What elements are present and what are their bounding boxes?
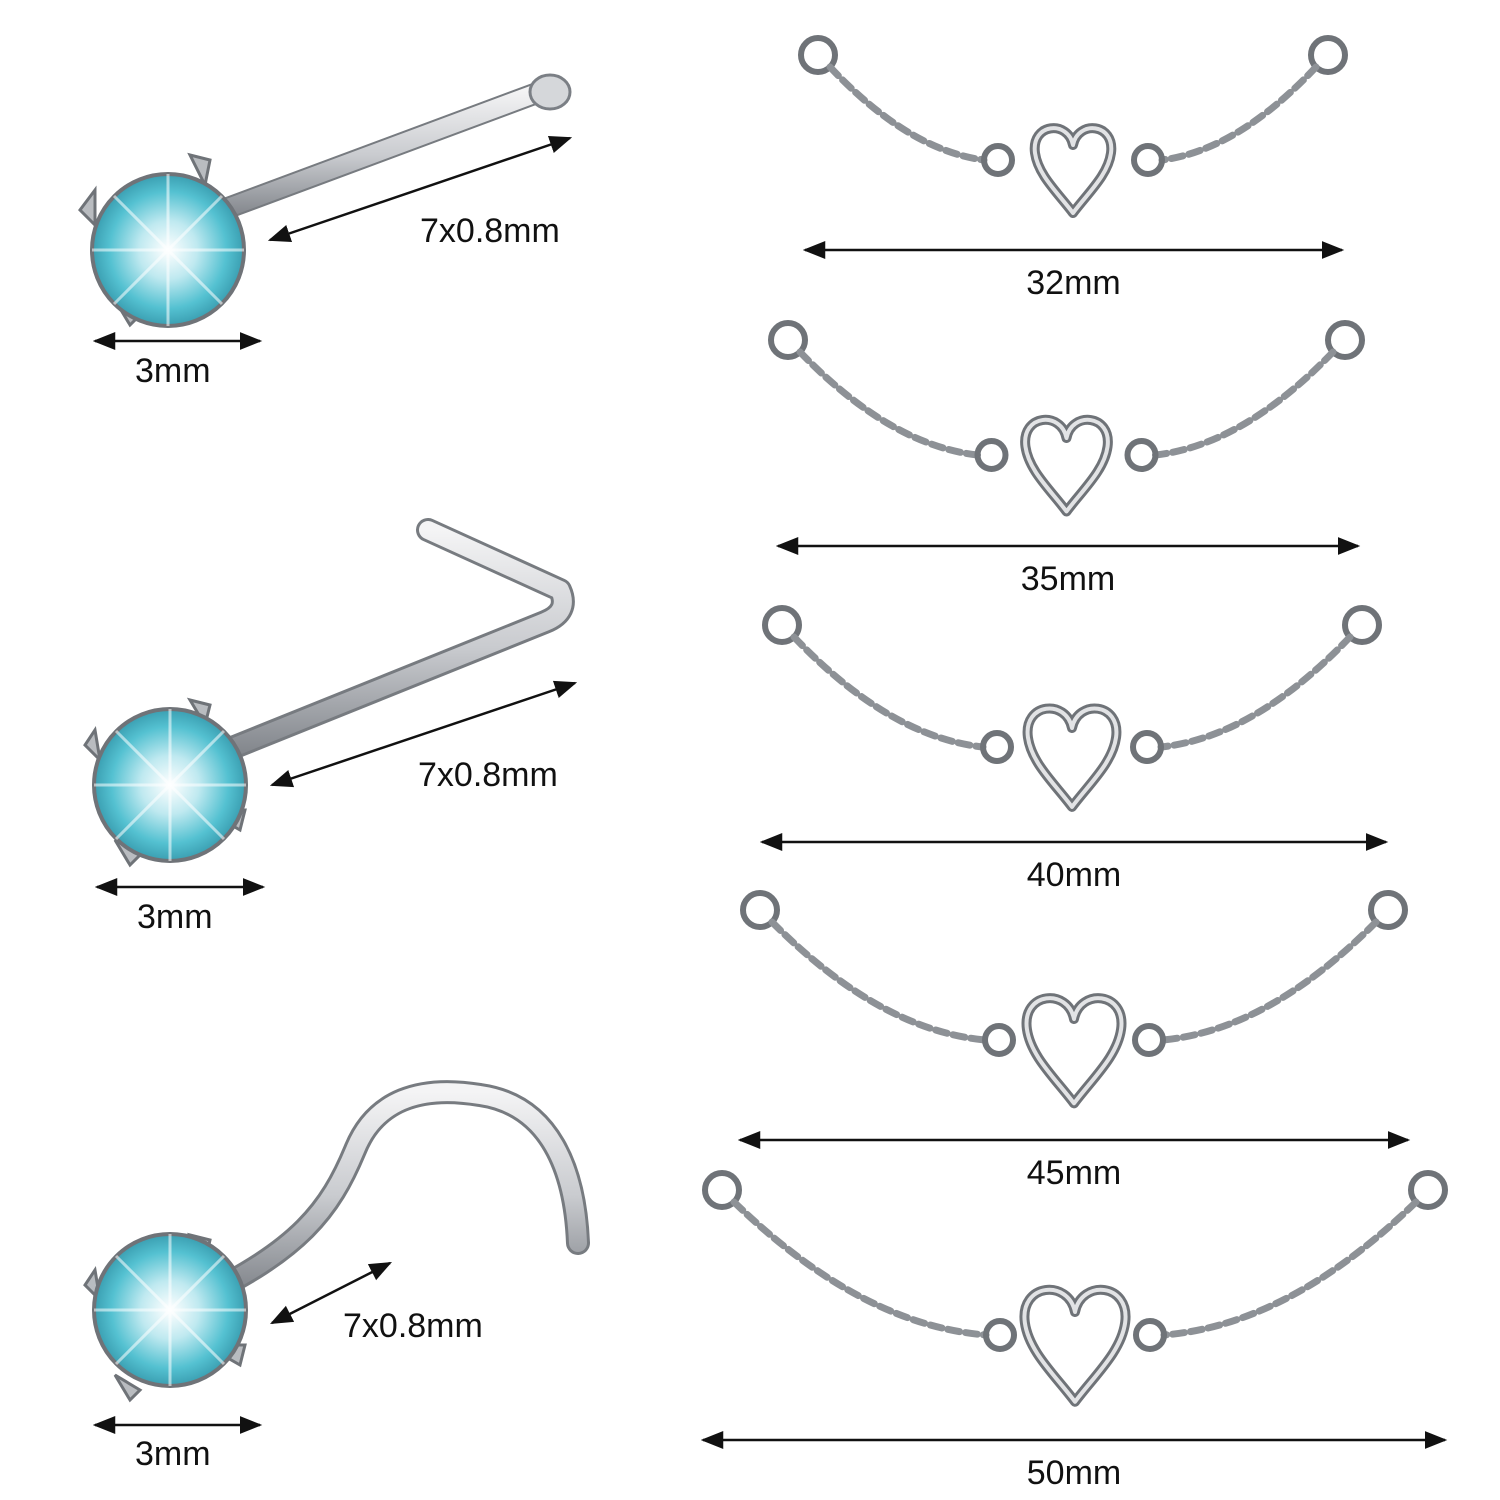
length-label: 50mm [1027, 1454, 1121, 1492]
gem-width-label: 3mm [135, 352, 211, 390]
chain-links [1158, 63, 1320, 164]
stud-straight: 7x0.8mm 3mm [78, 73, 573, 390]
connector-ring [1132, 1023, 1166, 1057]
connector-ring [1130, 730, 1164, 764]
end-ring [1325, 320, 1365, 360]
bar-length-arrow [269, 1261, 393, 1325]
chain-links [1160, 1198, 1420, 1339]
chain-links [730, 1198, 990, 1339]
end-ring [798, 35, 838, 75]
bar-length-arrow [269, 680, 578, 788]
heart-charm-highlight [1025, 706, 1119, 809]
heart-charm-highlight [1024, 996, 1124, 1106]
heart-charm-highlight [1032, 126, 1114, 215]
stud-screw: 7x0.8mm 3mm [83, 1080, 590, 1473]
connector-ring [981, 143, 1015, 177]
end-ring [1308, 35, 1348, 75]
chain-links [1152, 348, 1337, 459]
length-label: 35mm [1021, 560, 1115, 598]
stud-l-shape: 7x0.8mm 3mm [83, 518, 578, 936]
length-label: 40mm [1027, 856, 1121, 894]
end-ring [740, 890, 780, 930]
bar-length-label: 7x0.8mm [420, 212, 560, 250]
gem-width-label: 3mm [137, 898, 213, 936]
connector-ring [1133, 1318, 1167, 1352]
connector-ring [983, 1318, 1017, 1352]
heart-chain: 45mm [737, 890, 1411, 1192]
chain-links [1159, 918, 1380, 1044]
end-ring [762, 605, 802, 645]
chain-links [796, 348, 981, 459]
bar-length-label: 7x0.8mm [343, 1307, 483, 1345]
heart-charm-highlight [1022, 1287, 1128, 1404]
chain-links [826, 63, 988, 164]
heart-charm-highlight [1023, 417, 1110, 514]
chain-group: 32mm 35mm 40mm 45mm 50mm [700, 35, 1448, 1492]
bar-length-arrow [267, 135, 573, 243]
heart-chain: 32mm [798, 35, 1348, 302]
chain-links [1157, 633, 1354, 751]
bone-ball-end [528, 73, 572, 111]
gem-icon [83, 1232, 248, 1403]
end-ring [702, 1170, 742, 1210]
connector-ring [1124, 438, 1159, 472]
length-label: 32mm [1026, 264, 1120, 302]
end-ring [1368, 890, 1408, 930]
end-ring [1408, 1170, 1448, 1210]
connector-ring [982, 1023, 1016, 1057]
gem-icon [78, 152, 246, 328]
gem-width-label: 3mm [135, 1435, 211, 1473]
end-ring [1342, 605, 1382, 645]
heart-chain: 35mm [768, 320, 1365, 598]
connector-ring [974, 438, 1009, 472]
connector-ring [980, 730, 1014, 764]
chain-links [790, 633, 987, 751]
chain-links [768, 918, 989, 1044]
heart-chain: 50mm [700, 1170, 1448, 1492]
end-ring [768, 320, 808, 360]
heart-chain: 40mm [759, 605, 1389, 894]
length-label: 45mm [1027, 1154, 1121, 1192]
bar-length-label: 7x0.8mm [418, 756, 558, 794]
gem-icon [83, 697, 248, 868]
connector-ring [1131, 143, 1165, 177]
